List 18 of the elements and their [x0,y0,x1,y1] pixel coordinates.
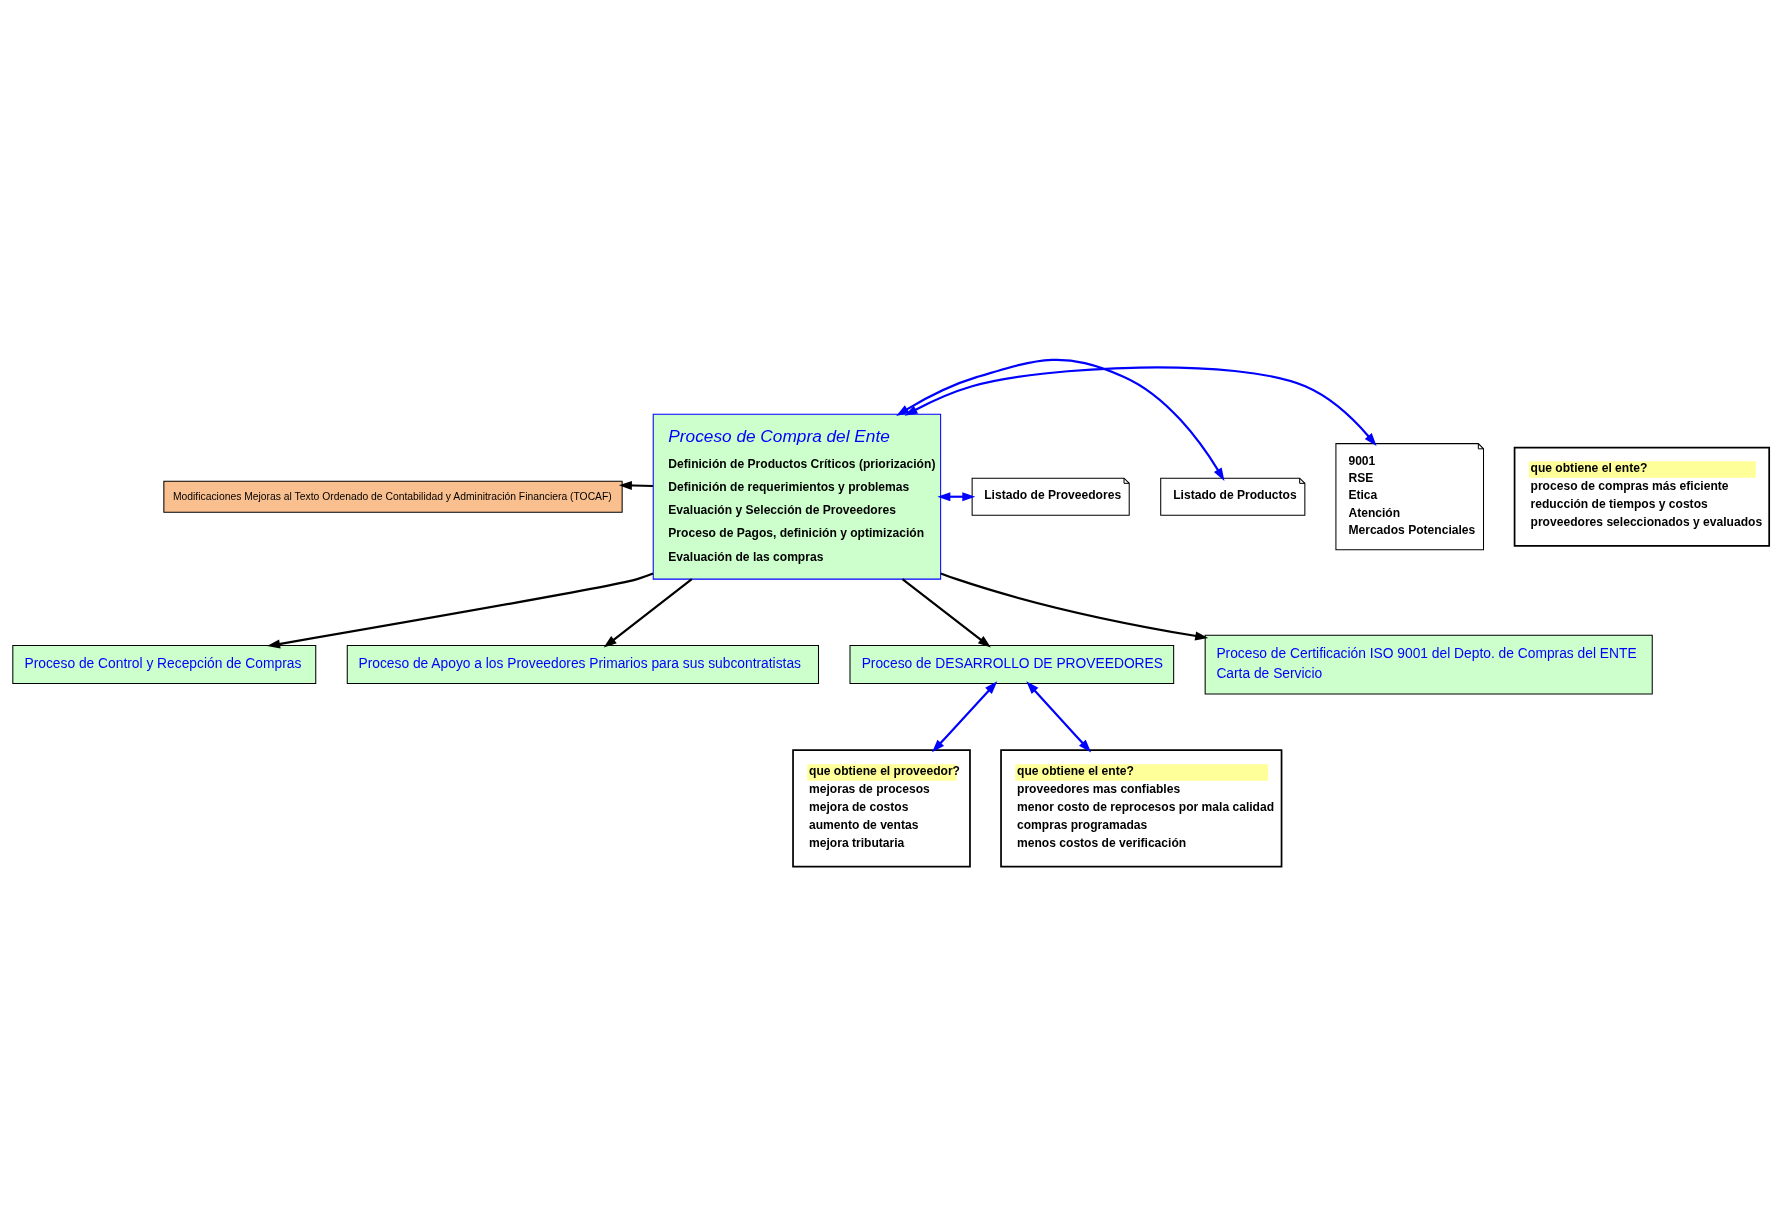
arrow [901,577,991,648]
node-box: Modificaciones Mejoras al Texto Ordenado de Contabilidad y Adminitración Financiera (TOCAF) [163,480,623,513]
arrow [267,571,654,648]
node-box: Proceso de Certificación ISO 9001 del Depto. de Compras del ENTE Carta de Servicio [1204,634,1653,694]
node-box: Proceso de Apoyo a los Proveedores Primarios para sus subcontratistas [346,644,819,684]
node-box: Proceso de DESARROLLO DE PROVEEDORES [849,644,1175,684]
arrow [896,358,1225,481]
node-box: que obtiene el ente? proveedores mas confiables menor costo de reprocesos por mala calidad compras programadas menos costos de verificación [1000,748,1283,867]
node-box: que obtiene el ente? proceso de compras más eficiente reducción de tiempos y costos proveedores seleccionados y evaluados [1513,446,1771,547]
node-box: que obtiene el proveedor? mejoras de procesos mejora de costos aumento de ventas mejora tributaria [792,748,971,867]
node-box: Proceso de Control y Recepción de Compras [12,644,317,684]
arrow [940,571,1209,640]
arrow [904,365,1377,446]
arrow [618,480,653,490]
arrow [932,680,998,752]
node-box: Proceso de Compra del Ente Definición de Productos Críticos (priorización) Definición de requerimientos y problemas Evaluación y Selección de Proveedores Proceso de Pagos, definición y optimización Evaluación de las compras [652,413,942,580]
arrow [603,577,693,648]
arrow [1026,680,1092,752]
